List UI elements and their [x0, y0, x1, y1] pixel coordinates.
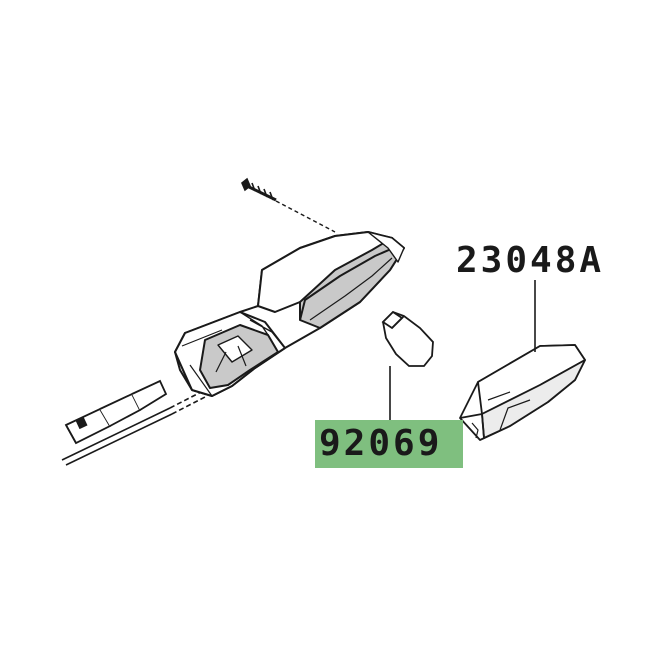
screw — [241, 177, 277, 202]
bulb — [381, 310, 434, 367]
part-number-label-lens[interactable]: 23048A — [456, 240, 605, 281]
lens — [459, 344, 586, 441]
highlight-box — [315, 420, 463, 468]
wire-connector — [64, 379, 168, 445]
part-number-label-bulb[interactable]: 92069 — [319, 423, 443, 464]
screw-guide-line — [275, 200, 336, 233]
turn-signal-housing — [174, 231, 405, 397]
